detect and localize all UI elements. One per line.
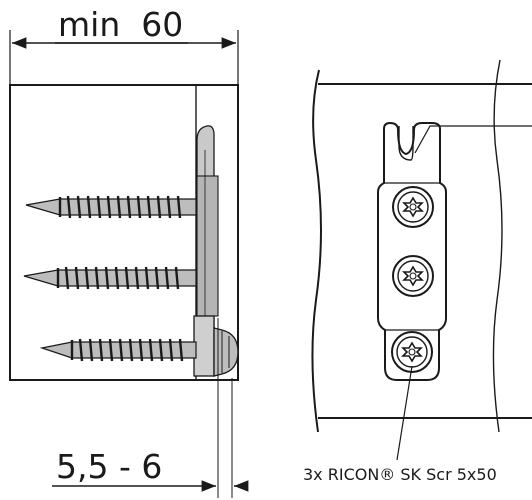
screw-callout-label: 3x RICON® SK Scr 5x50 (303, 465, 497, 484)
plate-flange (196, 175, 219, 317)
plate-slot (398, 126, 414, 161)
plate-outline (377, 121, 447, 381)
leader-lines (396, 125, 532, 461)
screw-1 (25, 195, 197, 219)
connector-plate-front (377, 121, 447, 381)
screw-2 (23, 266, 197, 290)
member-front-view (311, 59, 532, 433)
connector-plate-side (193, 125, 239, 377)
width-dimension: min 60 (9, 5, 239, 85)
width-dimension-label: min 60 (58, 5, 183, 44)
screw-head-2 (392, 255, 434, 297)
offset-dimension: 5,5 - 6 (52, 318, 249, 498)
head-bolt-collar (193, 315, 215, 377)
screw-head-3 (391, 331, 433, 373)
offset-dimension-label: 5,5 - 6 (56, 447, 162, 486)
head-bolt-head (213, 327, 239, 377)
screw-3 (39, 338, 197, 362)
screw-head-1 (392, 186, 434, 228)
